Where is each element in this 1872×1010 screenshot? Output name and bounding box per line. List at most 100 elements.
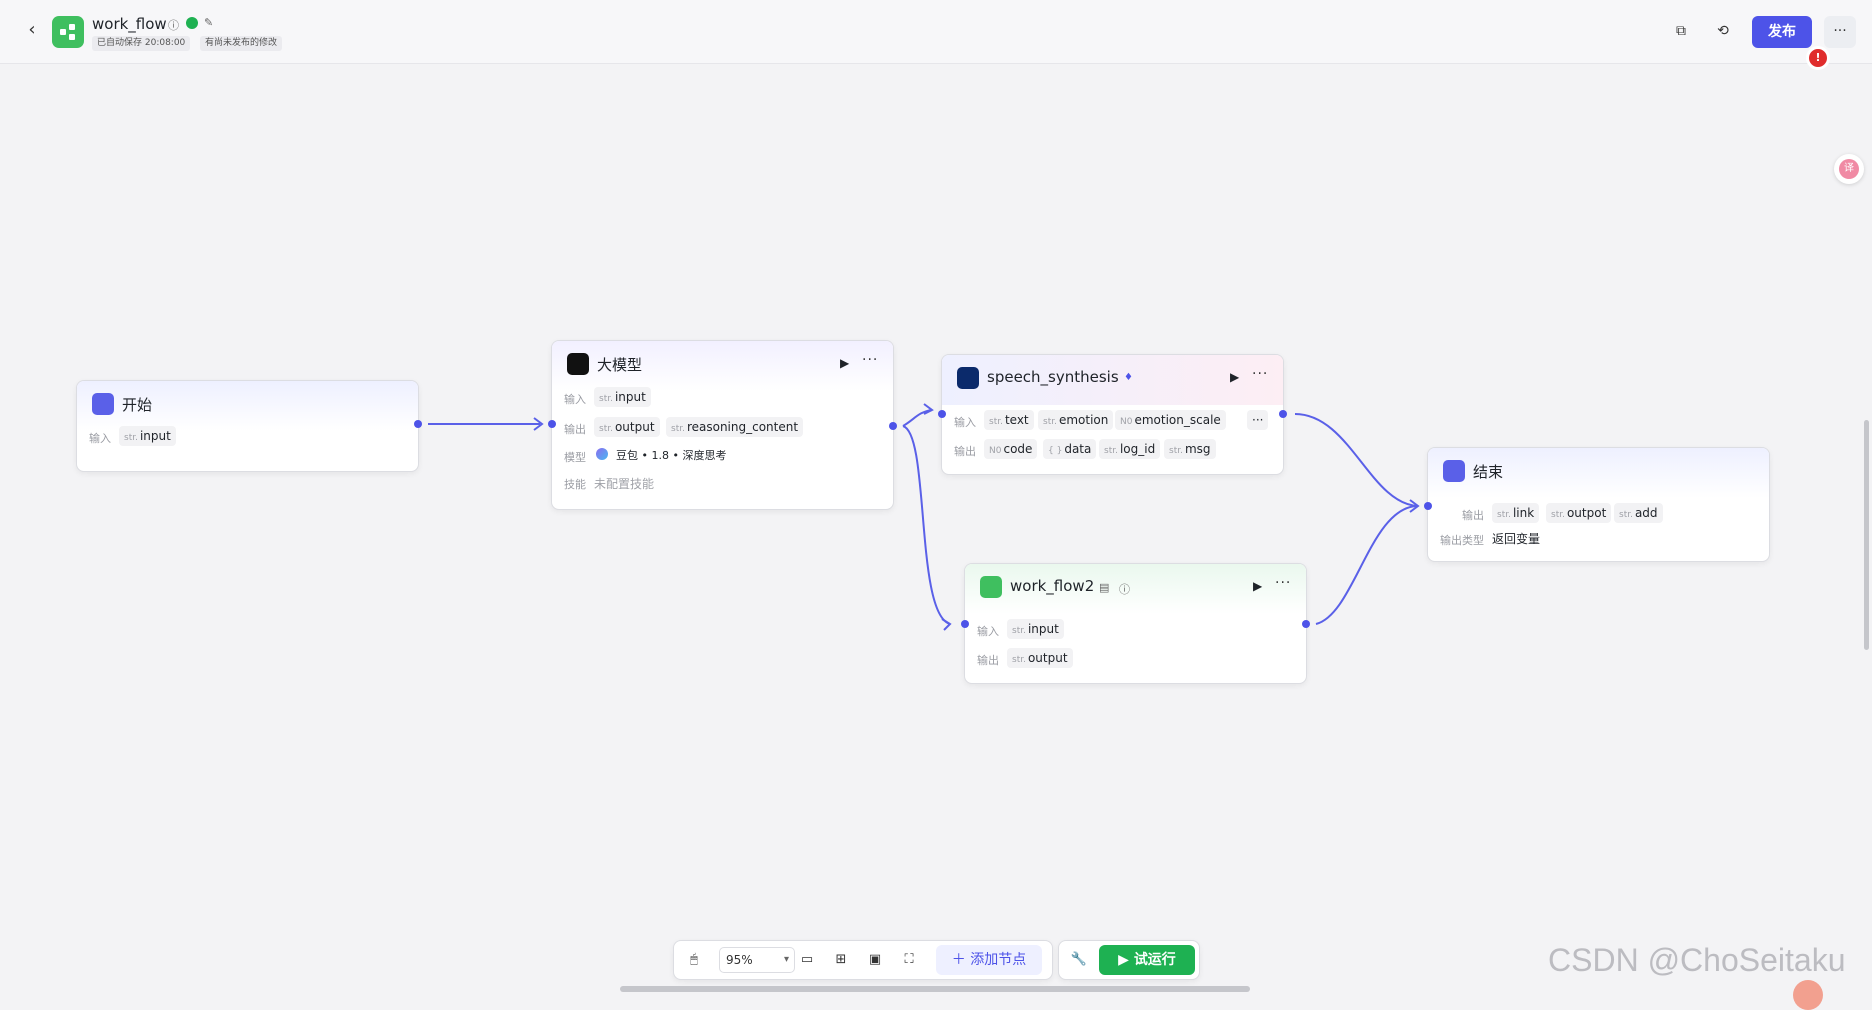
llm-out-port[interactable] <box>889 422 897 430</box>
start-input-label: 输入 <box>89 432 111 445</box>
back-arrow-icon[interactable]: ‹ <box>28 19 36 40</box>
tts-in-port[interactable] <box>938 410 946 418</box>
tts-text-chip: str.text <box>984 410 1034 430</box>
package-icon: ▤ <box>1099 581 1110 594</box>
end-add-chip: str.add <box>1614 503 1663 523</box>
wf2-input-label: 输入 <box>977 625 999 638</box>
tts-msg-chip: str.msg <box>1164 439 1216 459</box>
edit-icon[interactable]: ✎ <box>204 16 214 29</box>
run-icon[interactable]: ▶ <box>1253 579 1263 593</box>
end-node[interactable]: 结束 输出 str.link str.outpot str.add 输出类型 返… <box>1427 447 1770 562</box>
comment-icon[interactable]: ▭ <box>800 952 814 967</box>
node-more-icon[interactable]: ··· <box>1275 575 1292 591</box>
workflow-icon <box>980 576 1002 598</box>
edge-tts-end <box>1294 413 1419 507</box>
workflow-app-icon <box>52 16 84 48</box>
autosave-tag: 已自动保存 20:08:00 <box>92 36 191 51</box>
speech-icon <box>957 367 979 389</box>
info-icon[interactable]: ⓘ <box>168 19 179 32</box>
end-in-port[interactable] <box>1424 502 1432 510</box>
wf2-in-port[interactable] <box>961 620 969 628</box>
tts-out-port[interactable] <box>1279 410 1287 418</box>
doubao-icon <box>596 448 608 460</box>
speech-synthesis-node[interactable]: speech_synthesis ♦ ▶ ··· 输入 str.text str… <box>941 354 1284 475</box>
end-title: 结束 <box>1473 463 1504 481</box>
work-flow2-node[interactable]: work_flow2 ▤ ⓘ ▶ ··· 输入 str.input 输出 str… <box>964 563 1307 684</box>
run-toolbar: 🔧 ▶ 试运行 <box>1058 940 1200 980</box>
node-more-icon[interactable]: ··· <box>1252 366 1269 382</box>
start-out-port[interactable] <box>414 420 422 428</box>
start-icon <box>92 393 114 415</box>
watermark: CSDN @ChoSeitaku <box>1548 942 1846 978</box>
run-icon[interactable]: ▶ <box>1230 370 1240 384</box>
play-icon: ▶ <box>1118 952 1134 968</box>
start-input-chip: str.input <box>119 426 176 446</box>
fit-view-icon[interactable]: ⛶ <box>904 952 914 967</box>
llm-reasoning-chip: str.reasoning_content <box>666 417 804 437</box>
zoom-select[interactable]: 95%▾ <box>719 947 795 973</box>
minimap-icon[interactable]: ▣ <box>868 952 882 967</box>
add-node-button[interactable]: ＋ 添加节点 <box>936 945 1042 975</box>
translate-icon[interactable]: 译 <box>1834 154 1864 184</box>
history-icon[interactable]: ⟲ <box>1717 23 1729 39</box>
top-bar: ‹ work_flow ⓘ ✎ 已自动保存 20:08:00 有尚未发布的修改 … <box>0 0 1872 70</box>
edge-wf2-end <box>1315 505 1419 625</box>
tts-title: speech_synthesis <box>987 368 1119 386</box>
llm-model-value: 豆包 • 1.8 • 深度思考 <box>616 449 727 462</box>
llm-output-chip: str.output <box>594 417 660 437</box>
edge-llm-wf2 <box>902 425 951 625</box>
unpublished-tag: 有尚未发布的修改 <box>200 36 283 51</box>
mouse-mode-icon[interactable]: 🖱 <box>690 952 698 967</box>
chevron-down-icon: ▾ <box>783 954 789 965</box>
mascot-icon[interactable] <box>1793 980 1823 1010</box>
wf2-output-label: 输出 <box>977 654 999 667</box>
alert-badge[interactable]: ! <box>1806 46 1830 70</box>
copy-icon[interactable]: ⧉ <box>1676 23 1686 39</box>
end-output-label: 输出 <box>1462 509 1484 522</box>
end-type-label: 输出类型 <box>1440 534 1484 547</box>
tts-emotion-chip: str.emotion <box>1038 410 1114 430</box>
llm-model-label: 模型 <box>564 451 586 464</box>
trial-run-button[interactable]: ▶ 试运行 <box>1099 945 1195 975</box>
tts-data-chip: { }data <box>1043 439 1097 459</box>
llm-output-label: 输出 <box>564 423 586 436</box>
tts-logid-chip: str.log_id <box>1099 439 1161 459</box>
end-outpot-chip: str.outpot <box>1546 503 1612 523</box>
vertical-scrollbar[interactable] <box>1864 420 1869 650</box>
wf2-title: work_flow2 <box>1010 577 1095 595</box>
layout-grid-icon[interactable]: ⊞ <box>835 952 847 967</box>
horizontal-scrollbar[interactable] <box>620 986 1250 992</box>
edges-layer <box>428 403 1420 631</box>
llm-skill-value: 未配置技能 <box>594 477 655 491</box>
canvas-toolbar: 🖱 95%▾ ▭ ⊞ ▣ ⛶ ＋ 添加节点 <box>673 940 1053 980</box>
start-title: 开始 <box>122 396 153 414</box>
wrench-icon[interactable]: 🔧 <box>1070 952 1088 967</box>
publish-button[interactable]: 发布 <box>1752 16 1812 48</box>
node-more-icon[interactable]: ··· <box>862 352 879 368</box>
info-icon[interactable]: ⓘ <box>1119 583 1130 596</box>
end-type-value: 返回变量 <box>1492 532 1541 546</box>
check-status-icon <box>186 17 198 29</box>
tts-more-inputs[interactable]: ··· <box>1247 410 1269 430</box>
tts-input-label: 输入 <box>954 416 976 429</box>
end-link-chip: str.link <box>1492 503 1540 523</box>
workflow-canvas[interactable]: 开始 输入 str.input 大模型 ▶ ··· 输入 str.input 输… <box>0 64 1872 994</box>
end-icon <box>1443 460 1465 482</box>
llm-input-chip: str.input <box>594 387 651 407</box>
llm-skill-label: 技能 <box>564 478 586 491</box>
tts-output-label: 输出 <box>954 445 976 458</box>
llm-input-label: 输入 <box>564 393 586 406</box>
wf2-output-chip: str.output <box>1007 648 1073 668</box>
wf2-out-port[interactable] <box>1302 620 1310 628</box>
run-icon[interactable]: ▶ <box>840 356 850 370</box>
llm-icon <box>567 353 589 375</box>
llm-node[interactable]: 大模型 ▶ ··· 输入 str.input 输出 str.output str… <box>551 340 894 510</box>
start-node[interactable]: 开始 输入 str.input <box>76 380 419 472</box>
plus-icon: ＋ <box>951 952 971 968</box>
more-button[interactable]: ··· <box>1824 16 1856 48</box>
llm-in-port[interactable] <box>548 420 556 428</box>
llm-title: 大模型 <box>597 356 643 374</box>
diamond-icon: ♦ <box>1124 372 1133 383</box>
